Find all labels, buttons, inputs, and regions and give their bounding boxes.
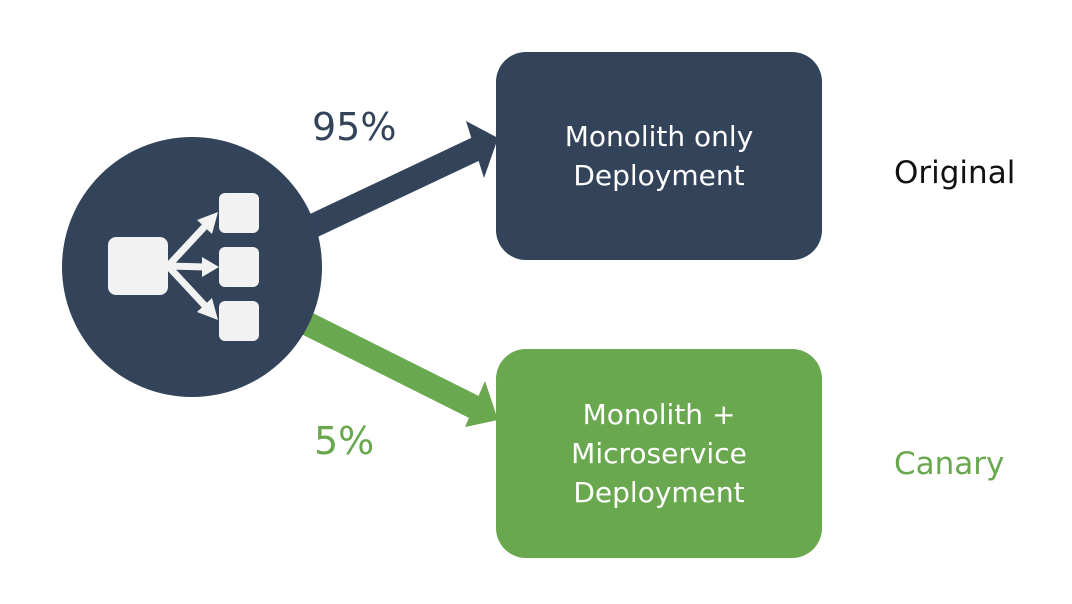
original-label: Original — [894, 155, 1016, 191]
original-deployment-text: Monolith only Deployment — [564, 120, 754, 192]
canary-label: Canary — [894, 446, 1005, 482]
canary-traffic-percentage: 5% — [314, 419, 375, 463]
original-traffic-arrow — [294, 121, 498, 243]
original-deployment-box: Monolith only Deployment — [496, 52, 822, 260]
load-balancer-icon — [108, 193, 259, 341]
load-balancer-node — [62, 137, 322, 397]
original-traffic-percentage: 95% — [312, 105, 397, 149]
canary-traffic-arrow — [294, 309, 498, 427]
canary-deployment-box: Monolith + Microservice Deployment — [496, 349, 822, 558]
canary-deployment-text: Monolith + Microservice Deployment — [571, 398, 747, 509]
